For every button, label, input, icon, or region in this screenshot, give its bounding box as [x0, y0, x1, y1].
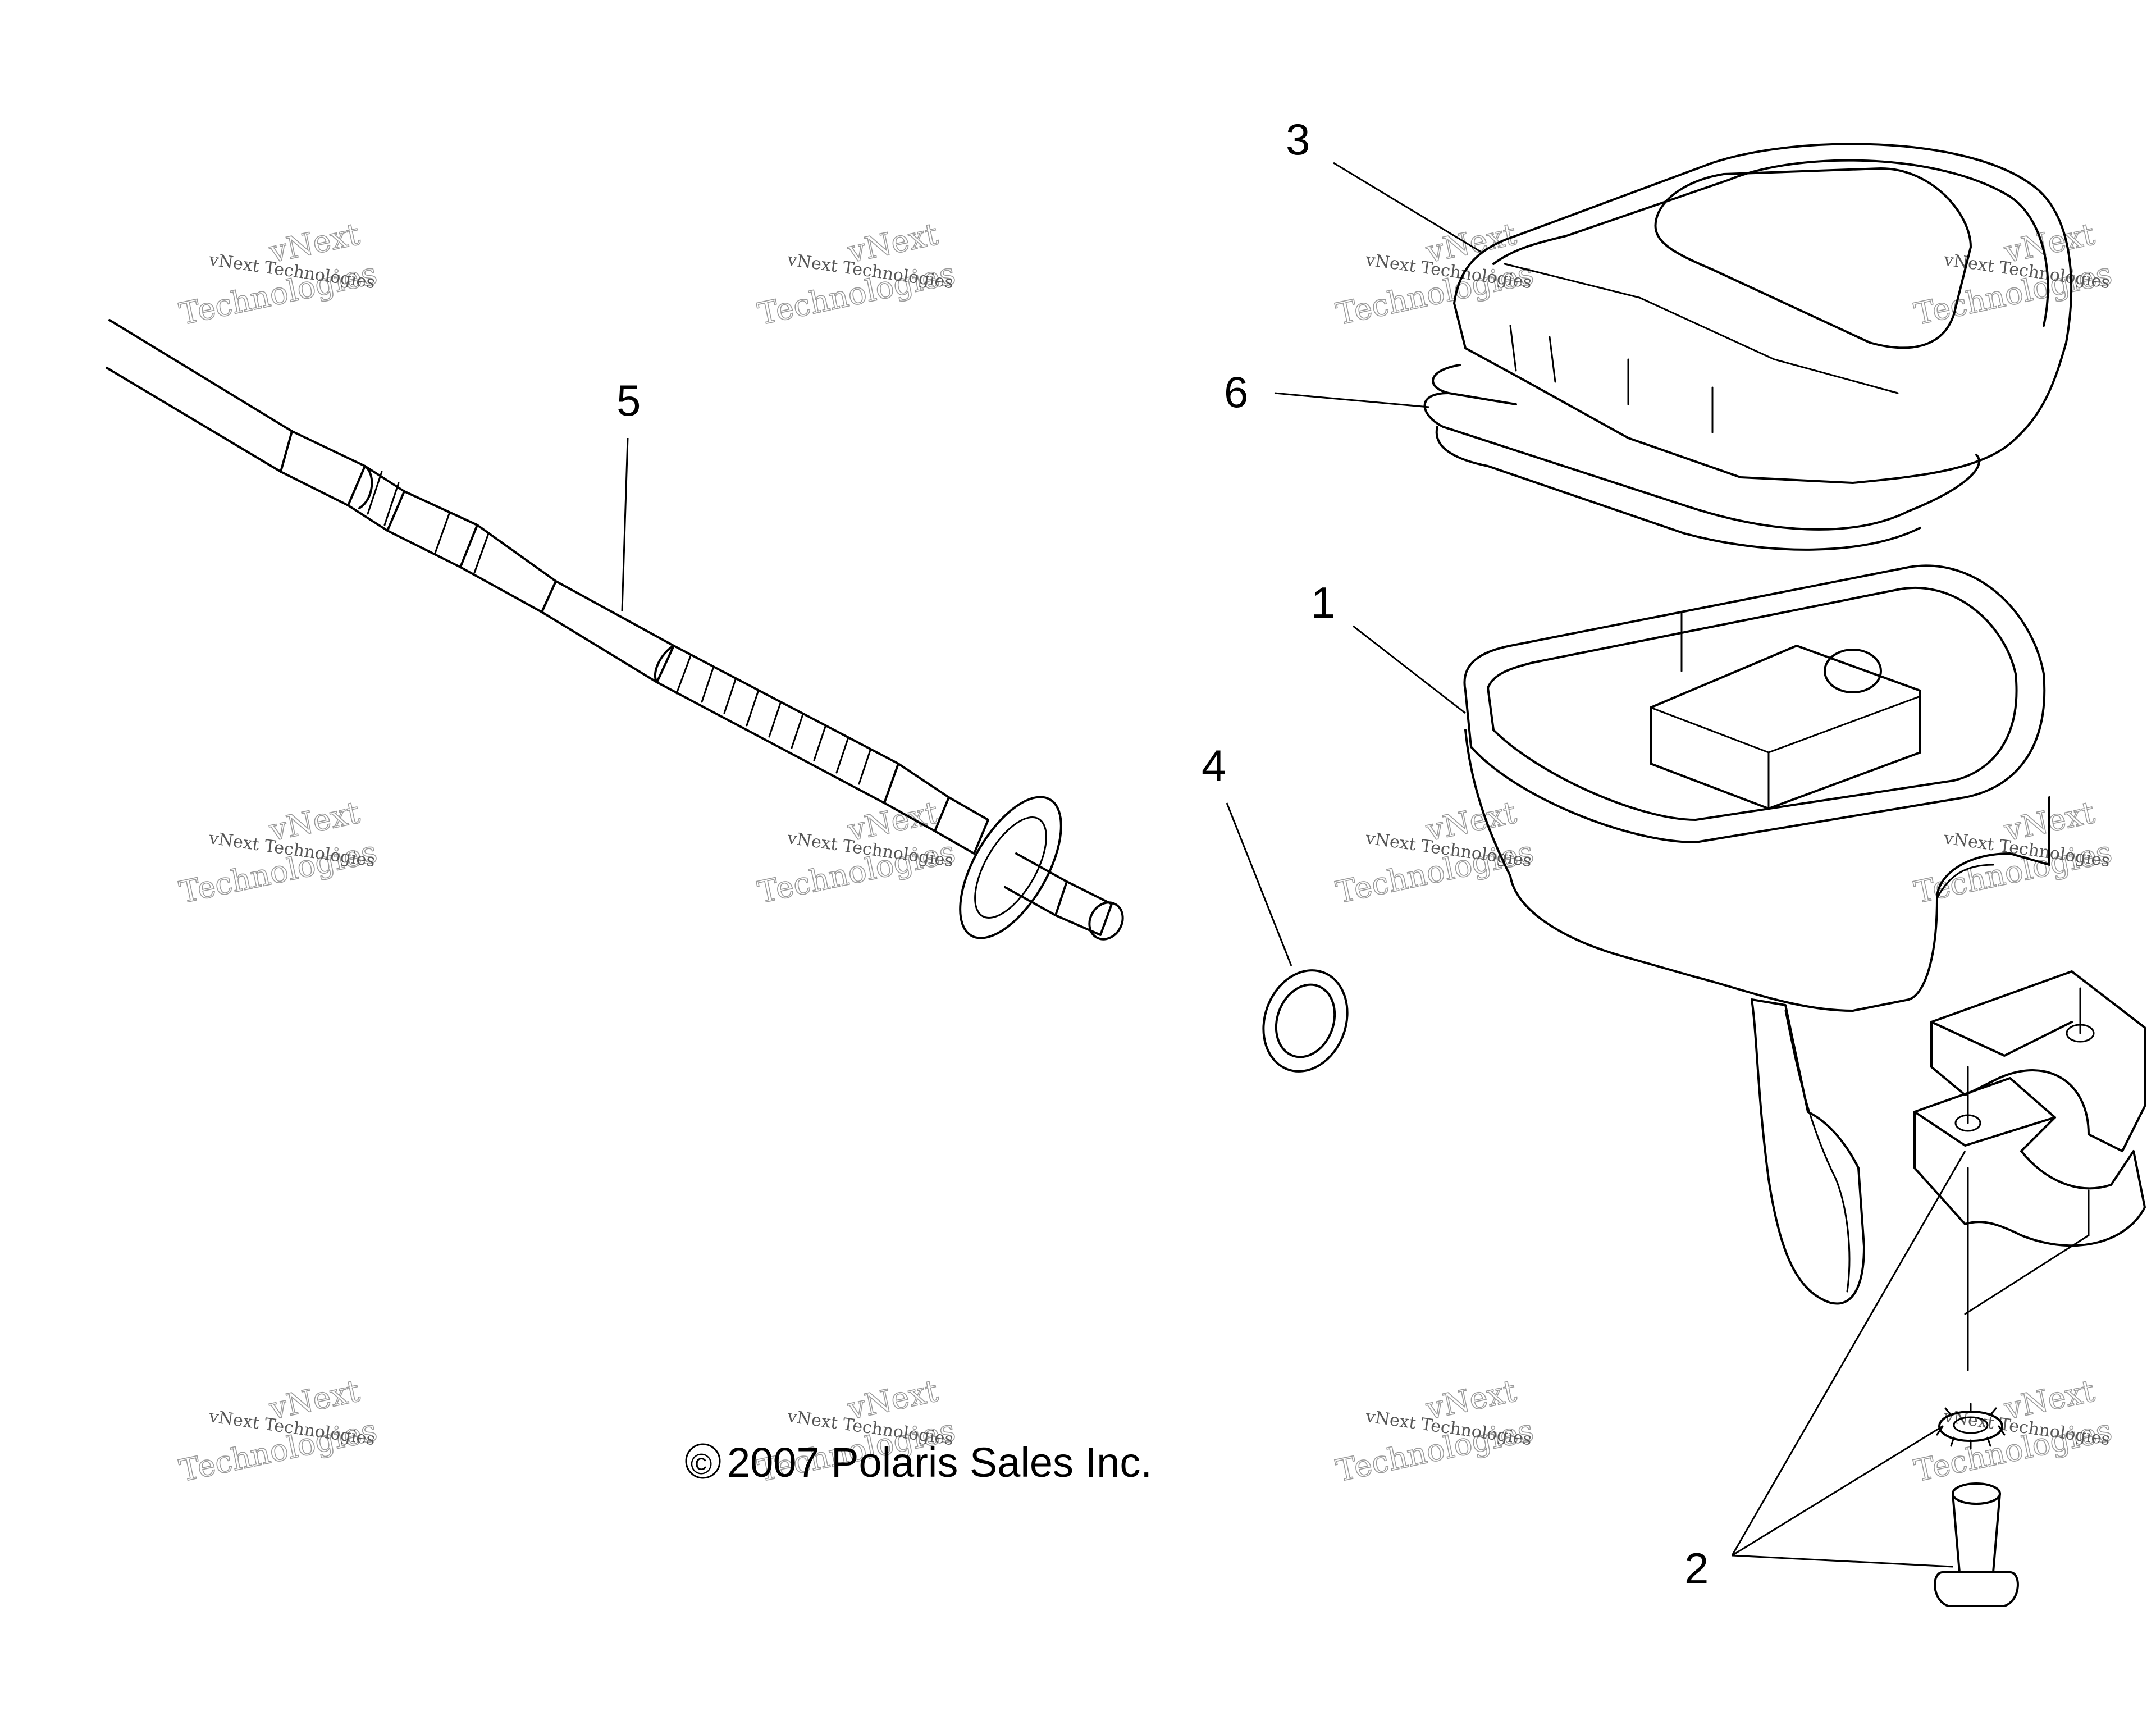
callout-3: 3 — [1286, 115, 1310, 164]
callouts: 3 6 1 4 5 2 — [616, 115, 1709, 1593]
leader-5 — [621, 437, 629, 611]
clamp-hardware — [1731, 970, 2146, 1607]
throttle-cable — [106, 319, 1124, 941]
throttle-housing — [1353, 564, 2050, 1305]
callout-2: 2 — [1684, 1544, 1709, 1593]
watermarks: vNext Technologies vNext Technologies vN… — [176, 216, 2115, 1489]
gasket — [1274, 364, 1980, 551]
leader-6 — [1274, 392, 1429, 408]
callout-6: 6 — [1224, 367, 1248, 417]
callout-5: 5 — [616, 376, 641, 425]
o-ring — [1226, 802, 1349, 1073]
watermark: vNext Technologies vNext Technologies — [176, 794, 380, 911]
copyright-symbol-ring — [685, 1443, 721, 1479]
watermark: vNext Technologies vNext Technologies — [1911, 794, 2115, 911]
watermark: vNext Technologies vNext Technologies — [176, 1372, 380, 1489]
screw — [1934, 1482, 2019, 1607]
copyright-notice: © 2007 Polaris Sales Inc. — [685, 1439, 1152, 1486]
adjuster-ribs — [675, 655, 871, 785]
copyright-text: 2007 Polaris Sales Inc. — [727, 1439, 1152, 1486]
watermark: vNext Technologies vNext Technologies — [1911, 1372, 2115, 1489]
leader-4 — [1226, 802, 1292, 966]
throttle-cover — [1333, 143, 2073, 484]
leader-2b — [1732, 1425, 1943, 1557]
callout-1: 1 — [1311, 578, 1335, 627]
watermark: vNext Technologies vNext Technologies — [1332, 216, 1537, 332]
watermark: vNext Technologies vNext Technologies — [754, 216, 958, 332]
watermark: vNext Technologies vNext Technologies — [1332, 794, 1537, 911]
leader-2a — [1731, 1151, 1966, 1556]
watermark: vNext Technologies vNext Technologies — [176, 216, 380, 332]
leader-2c — [1732, 1554, 1953, 1568]
watermark: vNext Technologies vNext Technologies — [1332, 1372, 1537, 1489]
watermark: vNext Technologies vNext Technologies — [1911, 216, 2115, 332]
watermark: vNext Technologies vNext Technologies — [754, 794, 958, 911]
copyright-symbol: © — [691, 1448, 712, 1481]
leader-1 — [1353, 625, 1466, 714]
leader-3 — [1333, 162, 1483, 254]
callout-4: 4 — [1202, 741, 1226, 790]
star-washer — [1936, 1403, 2006, 1450]
